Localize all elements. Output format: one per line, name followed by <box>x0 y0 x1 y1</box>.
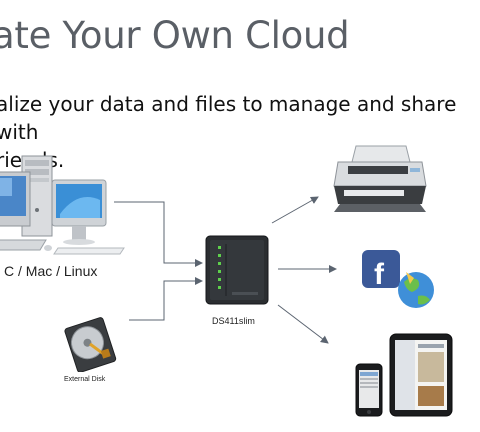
computers-label: C / Mac / Linux <box>4 263 98 279</box>
external-disk-label: External Disk <box>64 376 106 383</box>
nas-server-icon <box>205 235 269 305</box>
computers-icon <box>0 155 125 255</box>
nas-label: DS411slim <box>212 316 255 326</box>
connector-nas-mobile <box>277 304 329 344</box>
printer-icon <box>333 145 427 212</box>
connector-disk-nas <box>129 277 203 321</box>
slide-title: ate Your Own Cloud <box>0 14 350 57</box>
phone-tablet-icon <box>355 333 453 417</box>
connector-nas-printer <box>271 196 319 224</box>
svg-text:f: f <box>374 258 385 291</box>
connector-computers-nas <box>114 201 203 267</box>
facebook-globe-icon: f <box>362 250 434 308</box>
body-line-1: alize your data and files to manage and … <box>0 92 457 144</box>
hard-disk-icon <box>64 317 117 372</box>
slide-body-text: alize your data and files to manage and … <box>0 90 480 174</box>
